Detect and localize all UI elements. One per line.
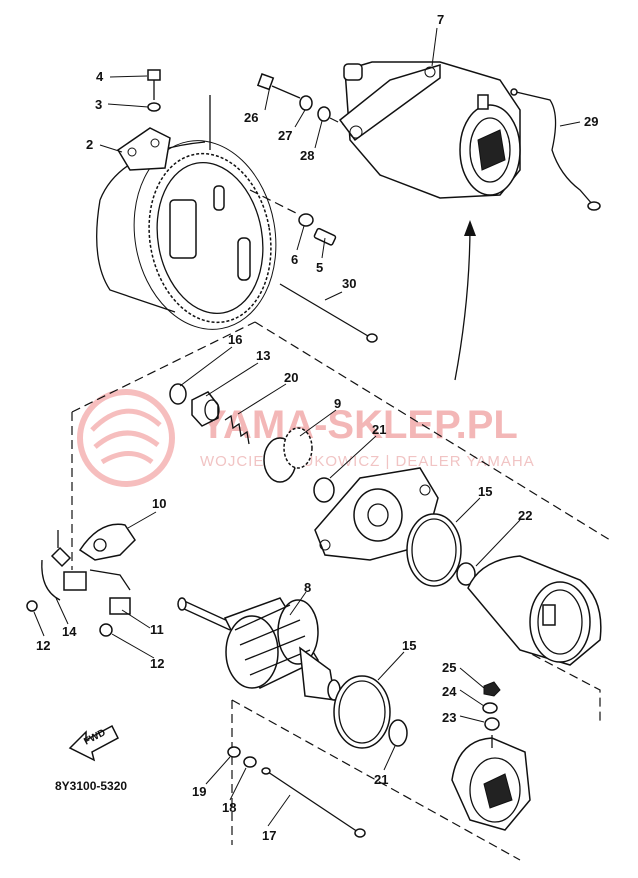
callout-10: 10 — [152, 496, 166, 511]
bolt-part — [147, 69, 161, 112]
washer-lower — [388, 719, 408, 747]
tie-rod — [279, 283, 378, 343]
front-cover — [314, 467, 439, 561]
callout-9: 9 — [334, 396, 341, 411]
callout-8: 8 — [304, 580, 311, 595]
callout-20: 20 — [284, 370, 298, 385]
starter-motor — [338, 61, 521, 199]
callout-numbers: 4 3 2 5 6 7 26 27 28 29 30 16 13 20 9 21… — [36, 12, 598, 843]
forward-arrow-icon: FWD — [68, 724, 119, 762]
through-bolt — [227, 746, 366, 838]
assembly-outline — [71, 321, 611, 861]
callout-6: 6 — [291, 252, 298, 267]
callout-4: 4 — [96, 69, 104, 84]
brush-plate — [26, 523, 136, 637]
callout-30: 30 — [342, 276, 356, 291]
callout-21-upper: 21 — [372, 422, 386, 437]
callout-15-upper: 15 — [478, 484, 492, 499]
callout-15-lower: 15 — [402, 638, 416, 653]
callout-3: 3 — [95, 97, 102, 112]
o-ring-lower — [333, 675, 391, 749]
callout-12-right: 12 — [150, 656, 164, 671]
callout-19: 19 — [192, 784, 206, 799]
callout-24: 24 — [442, 684, 457, 699]
callout-26: 26 — [244, 110, 258, 125]
mounting-bolt-set — [256, 73, 351, 129]
callout-16: 16 — [228, 332, 242, 347]
bracket-part — [116, 127, 171, 171]
watermark-subtitle: WOJCIECH ŁUKOWICZ | DEALER YAMAHA — [200, 453, 535, 470]
part-code: 8Y3100-5320 — [55, 779, 127, 793]
callout-7: 7 — [437, 12, 444, 27]
callout-18: 18 — [222, 800, 236, 815]
callout-13: 13 — [256, 348, 270, 363]
callout-12-left: 12 — [36, 638, 50, 653]
drive-small-parts — [169, 383, 250, 445]
callout-25: 25 — [442, 660, 456, 675]
callout-14: 14 — [62, 624, 77, 639]
armature — [177, 597, 341, 701]
bolt-washer-pair — [249, 189, 337, 246]
rear-cover — [451, 735, 531, 831]
pinion-gear — [263, 427, 335, 503]
terminal-nuts — [482, 681, 501, 731]
callout-28: 28 — [300, 148, 314, 163]
starter-cable — [510, 88, 601, 211]
leader-lines — [33, 27, 581, 827]
callout-29: 29 — [584, 114, 598, 129]
callout-22: 22 — [518, 508, 532, 523]
callout-27: 27 — [278, 128, 292, 143]
callout-2: 2 — [86, 137, 93, 152]
o-ring-upper — [406, 513, 462, 587]
callout-11: 11 — [150, 622, 164, 637]
washer-22 — [456, 562, 476, 586]
callout-5: 5 — [316, 260, 323, 275]
starter-clutch-housing — [96, 95, 277, 330]
callout-23: 23 — [442, 710, 456, 725]
callout-21-lower: 21 — [374, 772, 388, 787]
callout-17: 17 — [262, 828, 276, 843]
yoke-housing — [467, 555, 602, 666]
watermark-title: YAMA-SKLEP.PL — [200, 403, 518, 447]
watermark-logo-icon — [77, 389, 175, 487]
assembly-arrow — [454, 220, 476, 381]
